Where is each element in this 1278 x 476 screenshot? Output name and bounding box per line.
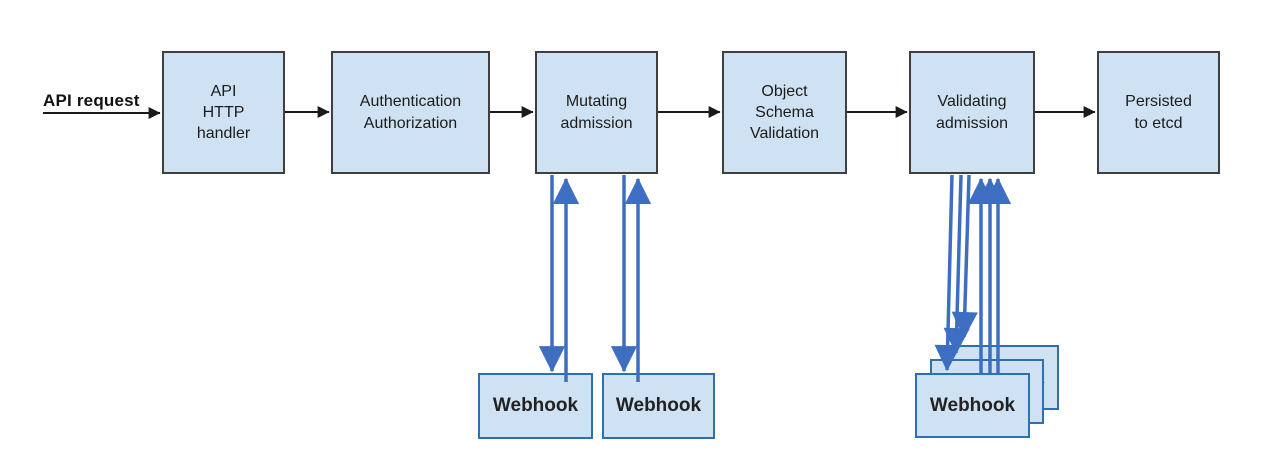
node-object-schema-validation: Object Schema Validation bbox=[722, 51, 847, 174]
webhook-label: Webhook bbox=[929, 394, 1016, 416]
node-label: Object Schema Validation bbox=[749, 82, 820, 143]
webhook-box-mutating-2: Webhook bbox=[602, 373, 715, 439]
node-label: API HTTP handler bbox=[196, 82, 251, 143]
webhook-label: Webhook bbox=[492, 395, 579, 417]
api-request-label: API request bbox=[43, 91, 140, 110]
webhook-label: Webhook bbox=[615, 395, 702, 417]
node-label: Mutating admission bbox=[560, 93, 633, 132]
node-persisted-to-etcd: Persisted to etcd bbox=[1097, 51, 1220, 174]
webhook-box-validating-front: Webhook bbox=[915, 373, 1030, 438]
arrow-validating-webhook-call-2 bbox=[943, 174, 970, 355]
arrow-validating-webhook-call-1 bbox=[934, 174, 961, 372]
node-label: Validating admission bbox=[935, 93, 1009, 132]
webhook-box-mutating-1: Webhook bbox=[478, 373, 593, 439]
node-label: Persisted to etcd bbox=[1125, 93, 1192, 132]
node-authentication-authorization: Authentication Authorization bbox=[331, 51, 490, 174]
node-validating-admission: Validating admission bbox=[909, 51, 1035, 174]
node-api-http-handler: API HTTP handler bbox=[162, 51, 285, 174]
node-label: Authentication Authorization bbox=[359, 93, 462, 132]
node-mutating-admission: Mutating admission bbox=[535, 51, 658, 174]
arrow-validating-webhook-call-3 bbox=[951, 174, 978, 339]
